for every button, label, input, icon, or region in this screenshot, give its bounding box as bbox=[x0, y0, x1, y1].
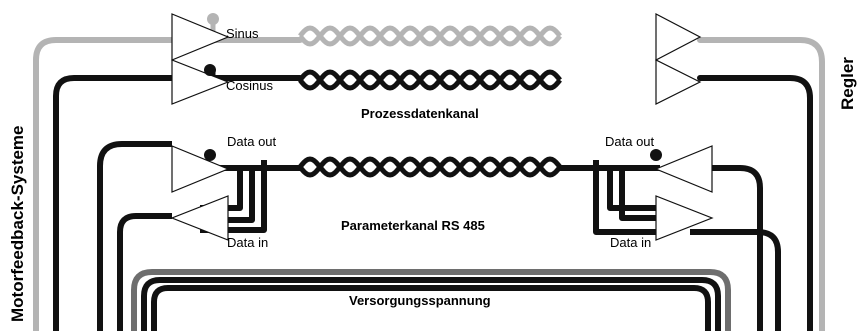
cosinus-receiver-right bbox=[655, 59, 702, 105]
process-channel-label: Prozessdatenkanal bbox=[361, 106, 479, 121]
supply-voltage-label: Versorgungsspannung bbox=[349, 293, 491, 308]
parameter-channel-label: Parameterkanal RS 485 bbox=[341, 218, 485, 233]
terminal-dots bbox=[204, 13, 662, 161]
supply-loop-grey bbox=[131, 269, 731, 331]
data-twisted-pair bbox=[298, 156, 562, 178]
sinus-label: Sinus bbox=[226, 26, 259, 41]
data-out-left-label: Data out bbox=[227, 134, 277, 149]
right-side-title: Regler bbox=[838, 57, 857, 110]
supply-voltage-loops bbox=[131, 269, 731, 331]
data-in-receiver-left bbox=[170, 195, 229, 241]
left-side-title: Motorfeedback-Systeme bbox=[8, 125, 27, 322]
data-in-right-label: Data in bbox=[610, 235, 651, 250]
supply-loop-black-1 bbox=[141, 277, 721, 331]
data-out-right-label: Data out bbox=[605, 134, 655, 149]
cosinus-driver-left bbox=[171, 59, 230, 105]
cosinus-twisted-pair bbox=[298, 69, 562, 91]
sinus-receiver-right bbox=[655, 13, 702, 61]
data-in-left-label: Data in bbox=[227, 235, 268, 250]
supply-loop-black-2 bbox=[151, 285, 711, 331]
data-out-driver-right bbox=[654, 145, 713, 193]
cosinus-label: Cosinus bbox=[226, 78, 273, 93]
sinus-twisted-pair bbox=[298, 25, 562, 47]
sinus-driver-left bbox=[171, 13, 230, 61]
parameter-channel-lines bbox=[97, 141, 781, 331]
data-in-receiver-right bbox=[655, 195, 714, 241]
amplifier-triangles bbox=[170, 13, 714, 241]
data-out-driver-left bbox=[171, 145, 230, 193]
